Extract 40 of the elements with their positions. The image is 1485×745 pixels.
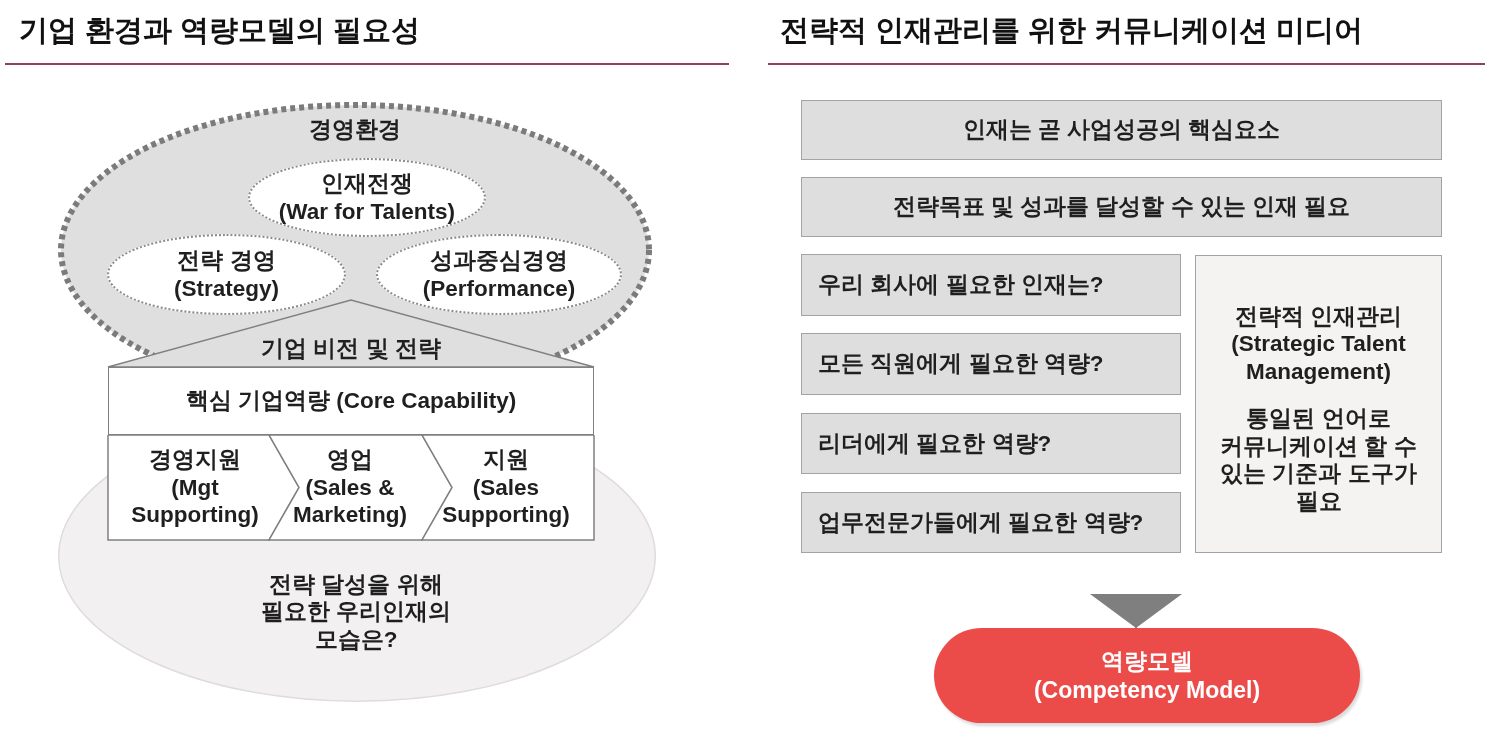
node-label: 기업 비전 및 전략 (261, 335, 441, 363)
gloss-text: (Sales Supporting) (441, 473, 571, 529)
node-label: 리더에게 필요한 역량? (818, 429, 1052, 458)
node-label: 인재는 곧 사업성공의 핵심요소 (962, 116, 1281, 144)
gloss-text: (Strategy) (174, 274, 279, 302)
roof-triangle (108, 300, 594, 367)
node-label: 전략적 인재관리 (1234, 303, 1403, 331)
gloss-text: (Strategic Talent Management) (1230, 330, 1407, 386)
section-title: 기업 환경과 역량모델의 필요성 (19, 13, 421, 48)
gloss-text: (Competency Model) (1033, 675, 1261, 704)
gloss-text: (War for Talents) (278, 197, 456, 225)
node-label: 핵심 기업역량 (Core Capability) (185, 387, 517, 415)
node-label: 우리 회사에 필요한 인재는? (818, 271, 1104, 299)
node-label: 역량모델 (1101, 647, 1193, 676)
gloss-text: (Performance) (422, 274, 576, 302)
pill-shape (934, 628, 1360, 723)
text-box (801, 492, 1181, 553)
node-label: 성과중심경영 (430, 247, 568, 275)
text-box (801, 254, 1181, 316)
gloss-text: (Sales & Marketing) (292, 473, 408, 529)
node-label: 경영환경 (309, 116, 401, 144)
chevron-shape (422, 435, 594, 540)
section-title: 전략적 인재관리를 위한 커뮤니케이션 미디어 (780, 13, 1364, 48)
node-label: 전략 달성을 위해 필요한 우리인재의 모습은? (259, 571, 453, 654)
body-text: 통일된 언어로 커뮤니케이션 할 수 있는 기준과 도구가 필요 (1219, 405, 1418, 516)
node-label: 모든 직원에게 필요한 역량? (818, 350, 1104, 378)
text-box (801, 413, 1181, 474)
text-box (801, 177, 1442, 237)
node-label: 업무전문가들에게 필요한 역량? (818, 508, 1144, 537)
gloss-text: (Mgt Supporting) (130, 473, 260, 529)
text-box (801, 100, 1442, 160)
node-label: 전략 경영 (177, 247, 276, 275)
node-label: 인재전쟁 (321, 170, 413, 198)
header-box (108, 367, 594, 435)
node-label: 경영지원 (149, 446, 241, 474)
node-label: 지원 (483, 446, 529, 474)
side-panel (1195, 255, 1442, 553)
node-label: 전략목표 및 성과를 달성할 수 있는 인재 필요 (892, 193, 1351, 221)
text-box (801, 333, 1181, 395)
node-label: 영업 (327, 446, 373, 474)
